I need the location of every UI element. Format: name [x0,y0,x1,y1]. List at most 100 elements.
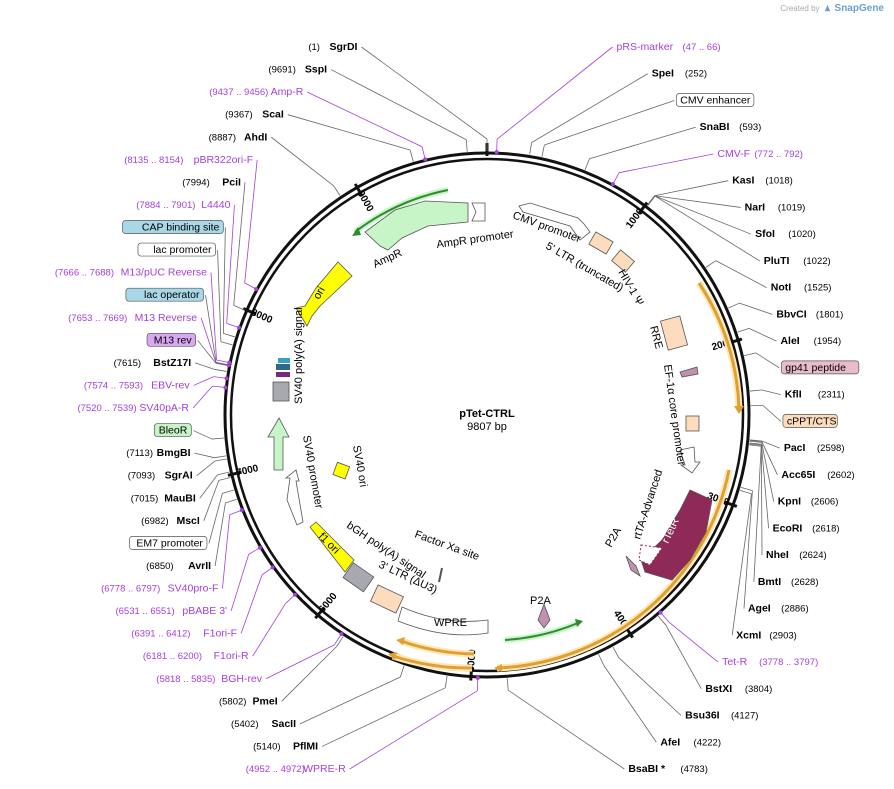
site-label-left[interactable]: AvrII(6850) [146,498,237,572]
feature-ori[interactable] [295,261,353,327]
site-name: NotI [771,282,791,294]
feature-p2a-upper[interactable] [625,555,641,578]
site-label-left[interactable]: BGH-rev(5818 .. 5835) [156,632,344,685]
site-label-left[interactable]: L4440(7884 .. 7901) [136,199,241,330]
feature-cap-block[interactable] [278,358,290,363]
feature-sv40-ori[interactable] [332,461,351,480]
site-label-right[interactable]: NarI(1019) [647,195,805,214]
site-label-right[interactable]: BbvCI(1801) [728,302,843,320]
site-label-right[interactable]: AgeI(2886) [740,486,809,615]
site-position: (2618) [812,523,839,534]
feature-bgh-polya[interactable] [342,562,375,593]
site-label-left[interactable]: SgrAI(7093) [128,458,227,482]
site-label-left[interactable]: SacII(5402) [231,665,405,730]
site-name: cPPT/CTS [787,415,837,427]
site-label-left[interactable]: WPRE-R(4952 .. 4972) [246,675,480,775]
leader-line [321,687,446,747]
site-label-left[interactable]: PflMI(5140) [253,675,448,752]
feature-factor-xa[interactable] [438,567,443,583]
site-name: BbvCI [776,308,806,320]
leader-line [668,622,719,663]
site-label-right[interactable]: cPPT/CTS [750,404,838,428]
site-label-left[interactable]: lac operator [125,287,228,366]
feature-lac-operator-block[interactable] [276,364,290,370]
feature-3ltr[interactable] [369,584,405,614]
site-label-right[interactable]: BstXI(3804) [657,615,772,695]
site-label-left[interactable]: SV40pro-F(6778 .. 6797) [101,508,244,595]
feature-wpre[interactable] [397,606,489,636]
site-label-right[interactable]: NotI(1525) [705,260,832,294]
site-name: ScaI [262,109,284,121]
site-label-right[interactable]: AleI(1954) [737,327,841,347]
feature-m13-block[interactable] [276,372,290,377]
site-label-right[interactable]: pRS-marker(47 .. 66) [494,41,721,155]
site-label-left[interactable]: M13 Reverse(7653 .. 7669) [68,312,231,368]
site-label-right[interactable]: Bsu36I(4127) [612,646,758,722]
site-label-left[interactable]: M13/pUC Reverse(7666 .. 7688) [55,267,232,365]
site-label-left[interactable]: Amp-R(9437 .. 9456) [209,86,428,162]
feature-ef1a-promoter[interactable] [679,446,701,474]
site-label-left[interactable]: ScaI(9367) [225,109,414,162]
site-label-right[interactable]: KasI(1018) [647,175,793,206]
site-label-left[interactable]: MscI(6982) [141,477,231,527]
site-name: SspI [305,64,327,76]
feature-sv40-promoter[interactable] [284,469,304,526]
site-label-left[interactable]: BmgBI(7113) [126,447,227,459]
site-label-left[interactable]: EBV-rev(7574 .. 7593) [84,376,229,391]
site-label-right[interactable]: Acc65I(2602) [749,439,855,481]
site-label-right[interactable]: BmtI(2628) [749,444,819,588]
site-label-left[interactable]: lac promoter [137,242,233,346]
site-label-left[interactable]: BstZ17I(7615) [114,357,227,372]
feature-bleor[interactable] [267,417,290,471]
feature-5ltr[interactable] [588,231,614,255]
feature-label-box [782,414,838,428]
site-label-left[interactable]: M13 rev [146,332,228,366]
feature-rre[interactable] [659,315,689,351]
feature-f1-ori[interactable] [309,521,355,573]
site-label-right[interactable]: BsaBI *(4783) [506,678,708,775]
site-label-left[interactable]: F1ori-F(6391 .. 6412) [131,565,275,640]
feature-rttr[interactable] [640,489,713,581]
site-label-right[interactable]: XcmI(2903) [731,490,797,641]
feature-cmv-promoter[interactable] [518,202,591,241]
site-label-right[interactable]: SpeI(252) [529,68,707,155]
feature-ampr-promoter[interactable] [471,202,486,222]
site-label-right[interactable]: PacI(2598) [749,439,845,454]
site-label-right[interactable]: NheI(2624) [749,443,827,561]
site-label-right[interactable]: SnaBI(593) [584,121,761,171]
site-label-left[interactable]: MauBI(7015) [131,471,230,504]
site-label-left[interactable]: PciI(7994) [182,176,246,311]
site-label-right[interactable]: PluTI(1022) [647,195,831,267]
site-label-right[interactable]: KpnI(2606) [749,440,839,508]
site-label-left[interactable]: BleoR [153,423,225,440]
site-label-left[interactable]: SgrDI(1) [308,41,488,151]
site-label-right[interactable]: AfeI(4222) [598,654,721,748]
feature-p2a-lower[interactable] [537,602,551,629]
site-label-left[interactable]: AhdI(8887) [209,131,341,196]
site-label-left[interactable]: SV40pA-R(7520 .. 7539) [77,385,228,414]
site-label-right[interactable]: Tet-R(3778 .. 3797) [658,610,819,668]
feature-hiv-psi[interactable] [611,249,635,273]
site-label-right[interactable]: CMV-F(772 .. 792) [610,148,803,187]
feature-ampr[interactable] [364,200,469,251]
site-label-right[interactable]: gp41 peptide [744,352,860,375]
site-label-left[interactable]: pBR322ori-F(8135 .. 8154) [124,154,259,292]
site-label-left[interactable]: F1ori-R(6181 .. 6200) [143,592,297,662]
site-position: (7615) [114,358,141,369]
site-label-right[interactable]: KflI(2311) [749,389,845,401]
leader-line [749,442,762,445]
site-label-right[interactable]: EcoRI(2618) [749,442,840,534]
site-label-left[interactable]: PmeI(5802) [219,636,344,707]
feature-label-ampr: AmpR [371,247,404,271]
feature-sv40-polya-box[interactable] [272,381,290,402]
site-label-left[interactable]: EM7 promoter [128,489,234,550]
feature-cppt-block[interactable] [685,415,700,432]
site-label-left[interactable]: CAP binding site [122,220,235,338]
feature-gp41-block[interactable] [679,366,699,378]
green-arc-top [352,187,449,236]
site-label-left[interactable]: pBABE 3'(6531 .. 6551) [115,545,262,617]
orange-arc-bottom-1 [396,637,475,658]
primer-site-marker [658,610,663,615]
site-label-left[interactable]: SspI(9691) [268,64,468,152]
site-label-right[interactable]: CMV enhancer [541,93,755,157]
